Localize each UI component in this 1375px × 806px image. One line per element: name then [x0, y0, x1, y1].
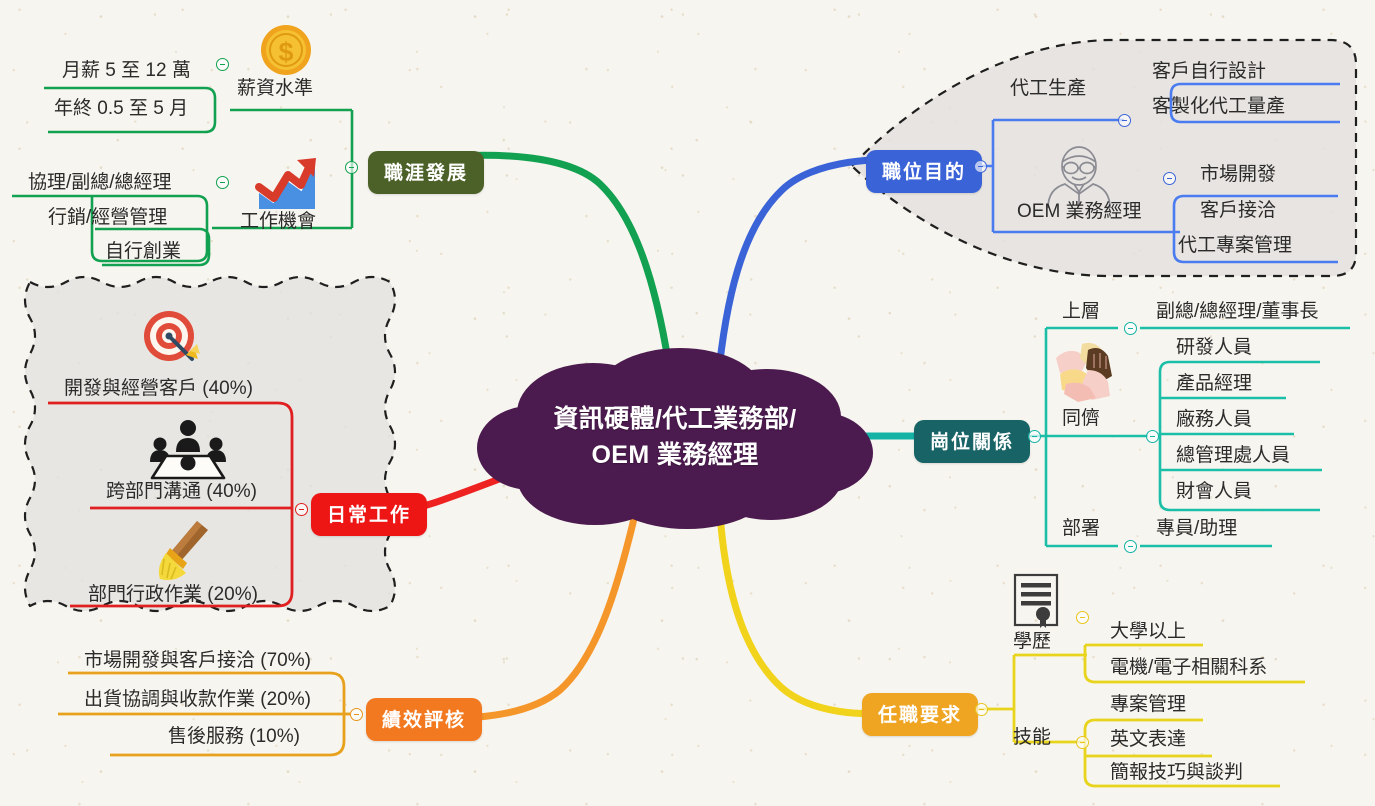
manager-person-icon — [1047, 146, 1111, 209]
requirements-education-item-2: 電機/電子相關科系 — [1110, 657, 1268, 678]
branch-pill-performance-label: 績效評核 — [382, 710, 467, 731]
career-collapse-toggle[interactable] — [345, 161, 358, 174]
requirements-skills-item-3: 簡報技巧與談判 — [1110, 762, 1244, 783]
relations-upper-toggle[interactable] — [1124, 322, 1137, 335]
career-opportunity-bracket-2 — [95, 227, 211, 267]
purpose-market-label: 市場開發 — [1200, 164, 1277, 185]
relations-sub-toggle[interactable] — [1124, 540, 1137, 553]
career-salary-bracket — [44, 86, 217, 134]
career-opportunity-item-2: 行銷/經營管理 — [48, 207, 168, 228]
cloud-shape — [477, 348, 873, 529]
certificate-icon — [1013, 573, 1059, 628]
target-icon — [144, 311, 200, 361]
relations-peer-item-2: 產品經理 — [1176, 373, 1253, 394]
relations-upper-item-1: 副總/總經理/董事長 — [1156, 301, 1319, 322]
requirements-education-item-1: 大學以上 — [1110, 621, 1187, 642]
career-opportunity-item-1: 協理/副總/總經理 — [28, 172, 172, 193]
purpose-production-item-1: 客戶自行設計 — [1152, 61, 1267, 82]
relations-peer-item-4: 總管理處人員 — [1176, 445, 1291, 466]
career-opportunity-item-3: 自行創業 — [105, 241, 182, 262]
branch-pill-purpose-label: 職位目的 — [882, 162, 967, 183]
branch-pill-daily[interactable]: 日常工作 — [311, 493, 428, 536]
requirements-education-toggle[interactable] — [1076, 611, 1089, 624]
career-opportunity-bracket — [12, 194, 209, 263]
requirements-edu-bracket — [1083, 645, 1305, 684]
career-salary-toggle[interactable] — [216, 58, 229, 71]
relations-peer-toggle[interactable] — [1146, 430, 1159, 443]
requirements-spine — [976, 655, 1016, 742]
branch-pill-purpose[interactable]: 職位目的 — [866, 150, 983, 193]
relations-peer-item-3: 廠務人員 — [1176, 409, 1253, 430]
svg-text:$: $ — [278, 37, 293, 67]
relations-peer-label: 同儕 — [1062, 408, 1101, 429]
coin-icon: $ — [261, 25, 311, 75]
requirements-skills-item-2: 英文表達 — [1110, 729, 1187, 750]
branch-pill-relations-label: 崗位關係 — [930, 432, 1015, 453]
purpose-market-toggle[interactable] — [1163, 172, 1176, 185]
branch-pill-requirements[interactable]: 任職要求 — [862, 693, 979, 736]
broom-icon — [158, 521, 208, 581]
purpose-production-bracket — [1169, 82, 1340, 124]
career-opportunity-toggle[interactable] — [216, 176, 229, 189]
performance-collapse-toggle[interactable] — [350, 708, 363, 721]
performance-item-2: 出貨協調與收款作業 (20%) — [84, 689, 311, 710]
daily-item-1: 開發與經營客戶 (40%) — [64, 378, 253, 399]
purpose-production-label: 代工生產 — [1010, 78, 1087, 99]
purpose-collapse-toggle[interactable] — [974, 160, 987, 173]
relations-peer-item-5: 財會人員 — [1176, 481, 1253, 502]
purpose-region-outline — [850, 38, 1358, 278]
branch-pill-daily-label: 日常工作 — [327, 505, 412, 526]
daily-bracket — [48, 401, 294, 608]
daily-collapse-toggle[interactable] — [295, 503, 308, 516]
branch-curve-requirements — [714, 478, 894, 718]
career-salary-label: 薪資水準 — [237, 78, 314, 99]
central-node-label: 資訊硬體/代工業務部/ OEM 業務經理 — [553, 405, 797, 469]
teamwork-hands-icon — [1056, 342, 1112, 402]
requirements-skills-item-1: 專案管理 — [1110, 694, 1187, 715]
branch-pill-career-label: 職涯發展 — [384, 163, 469, 184]
meeting-icon — [150, 420, 226, 480]
requirements-skills-label: 技能 — [1013, 727, 1052, 748]
performance-item-3: 售後服務 (10%) — [168, 726, 300, 747]
purpose-production-toggle[interactable] — [1118, 114, 1131, 127]
branch-pill-career[interactable]: 職涯發展 — [368, 151, 485, 194]
career-salary-item-bonus: 年終 0.5 至 5 月 — [54, 98, 189, 119]
requirements-skills-toggle[interactable] — [1076, 736, 1089, 749]
relations-collapse-toggle[interactable] — [1028, 430, 1041, 443]
relations-sub-label: 部署 — [1062, 518, 1101, 539]
performance-item-1: 市場開發與客戶接洽 (70%) — [84, 650, 311, 671]
growth-chart-icon — [255, 158, 316, 209]
relations-upper-label: 上層 — [1062, 301, 1101, 322]
requirements-education-label: 學歷 — [1013, 631, 1052, 652]
requirements-collapse-toggle[interactable] — [975, 703, 988, 716]
daily-item-3: 部門行政作業 (20%) — [88, 584, 258, 605]
requirements-skill-bracket — [1083, 718, 1280, 788]
daily-item-2: 跨部門溝通 (40%) — [106, 481, 257, 502]
branch-pill-requirements-label: 任職要求 — [878, 705, 963, 726]
purpose-market-bracket — [1172, 194, 1338, 264]
branch-pill-relations[interactable]: 崗位關係 — [914, 420, 1031, 463]
central-node[interactable]: 資訊硬體/代工業務部/ OEM 業務經理 — [475, 345, 875, 530]
relations-peer-bracket — [1158, 360, 1320, 512]
career-salary-item-monthly: 月薪 5 至 12 萬 — [62, 60, 191, 81]
career-opportunity-label: 工作機會 — [240, 211, 317, 232]
purpose-oem-manager-label: OEM 業務經理 — [1017, 201, 1142, 222]
purpose-market-item-1: 客戶接洽 — [1200, 200, 1277, 221]
purpose-production-item-2: 客製化代工量產 — [1152, 96, 1286, 117]
relations-peer-item-1: 研發人員 — [1176, 337, 1253, 358]
branch-pill-performance[interactable]: 績效評核 — [366, 698, 483, 741]
relations-sub-item-1: 專員/助理 — [1156, 518, 1238, 539]
purpose-market-item-2: 代工專案管理 — [1178, 235, 1293, 256]
